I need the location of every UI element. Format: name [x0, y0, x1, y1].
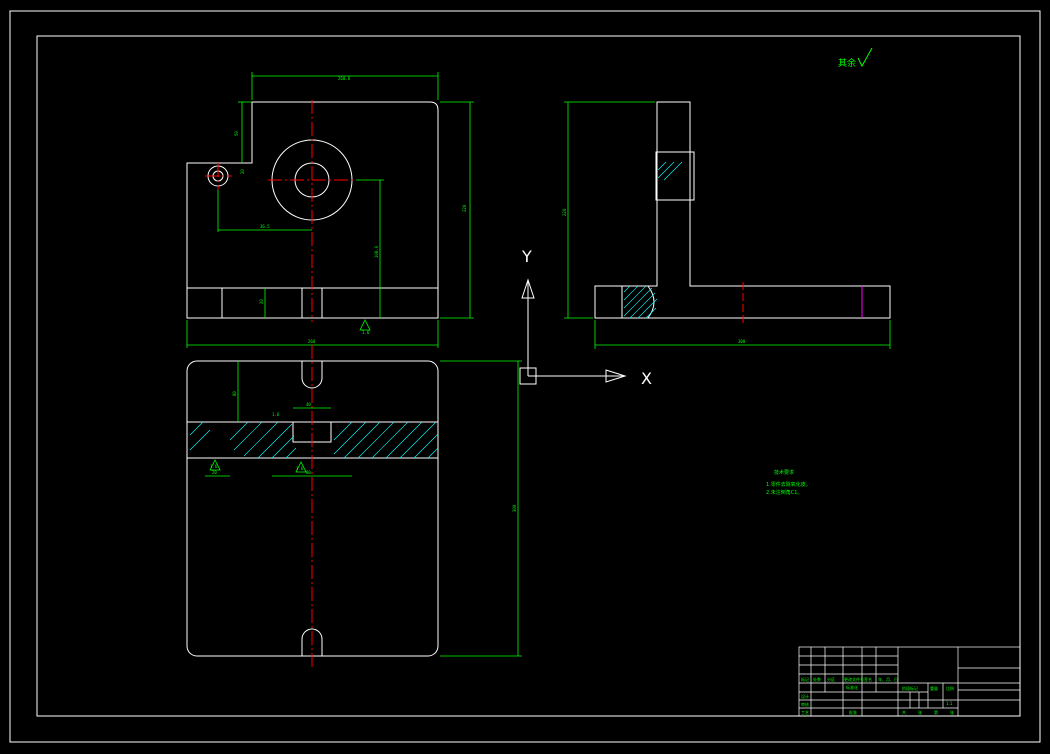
side-view: [594, 101, 891, 319]
tb-sign: 签名: [864, 676, 872, 682]
ucs-y-label: Y: [521, 247, 532, 266]
tech-req-title: 技术要求: [774, 469, 794, 476]
dim-plan-left: 20: [212, 470, 217, 475]
dim-plan-slot-bot: 80: [306, 470, 311, 475]
inner-border: [36, 35, 1021, 717]
rough-plan-1: 1.6: [296, 466, 304, 471]
surface-finish-note: 其余: [838, 57, 856, 69]
dim-slot-w: 20: [259, 299, 264, 304]
dim-bottom-w: 260: [308, 339, 316, 344]
tb-change-doc: 更改文件号: [844, 676, 864, 682]
tb-scale-value: 1:1: [946, 701, 953, 706]
tb-review: 审核: [801, 701, 809, 707]
tb-approve: 批准: [849, 709, 857, 715]
roughness-symbol-icon: [857, 47, 873, 68]
tb-process: 工艺: [801, 710, 809, 715]
tb-sheet-label: 张: [918, 709, 922, 715]
dim-top-width: 260.0: [338, 76, 351, 81]
ucs-icon: [519, 278, 627, 385]
tb-stage: 阶段标记: [902, 685, 918, 691]
tb-zone: 分区: [827, 676, 835, 682]
dim-hole-off: 20: [240, 169, 245, 174]
dim-plan-slot-top: 40: [306, 402, 311, 407]
tech-req-line-1: 1.零件去除氧化皮。: [766, 481, 811, 488]
tech-req-line-2: 2.未注倒角C1。: [766, 489, 802, 496]
front-dimensions: [186, 72, 474, 348]
rough-front: 1.6: [362, 330, 370, 335]
dim-plan-h: 300: [512, 504, 517, 512]
ucs-x-label: X: [641, 369, 652, 388]
dim-plan-top: 80: [232, 391, 237, 396]
tb-standardization: 标准化: [846, 684, 858, 690]
dim-side-h: 220: [562, 208, 567, 216]
tb-scale: 比例: [946, 685, 954, 691]
plan-dimensions: [205, 360, 522, 657]
rough-plan-3: 1.6: [272, 412, 280, 417]
tb-mark: 标记: [801, 676, 809, 682]
dim-center-h: 108.0: [374, 245, 379, 258]
tb-count: 处数: [813, 676, 821, 682]
dim-height-right: 220: [462, 204, 467, 212]
side-dimensions: [564, 101, 891, 349]
tb-sheet-label-2: 张: [950, 709, 954, 715]
front-centerlines: [205, 100, 356, 322]
tb-design: 设计: [801, 693, 809, 699]
dim-side-w: 300: [738, 339, 746, 344]
dim-left-step: 50: [234, 131, 239, 136]
tb-weight: 重量: [930, 685, 938, 691]
rough-plan-2: 1.6: [210, 464, 218, 469]
tb-date: 年、月、日: [878, 676, 898, 682]
tb-sheet-no: 第: [934, 709, 938, 715]
title-block: [798, 646, 1021, 717]
tb-sheet-total: 共: [902, 709, 906, 715]
side-hatch: [623, 161, 683, 319]
outer-border: [9, 10, 1041, 743]
dim-hole-h: 36.5: [260, 224, 270, 229]
plan-hatch: [189, 421, 439, 459]
